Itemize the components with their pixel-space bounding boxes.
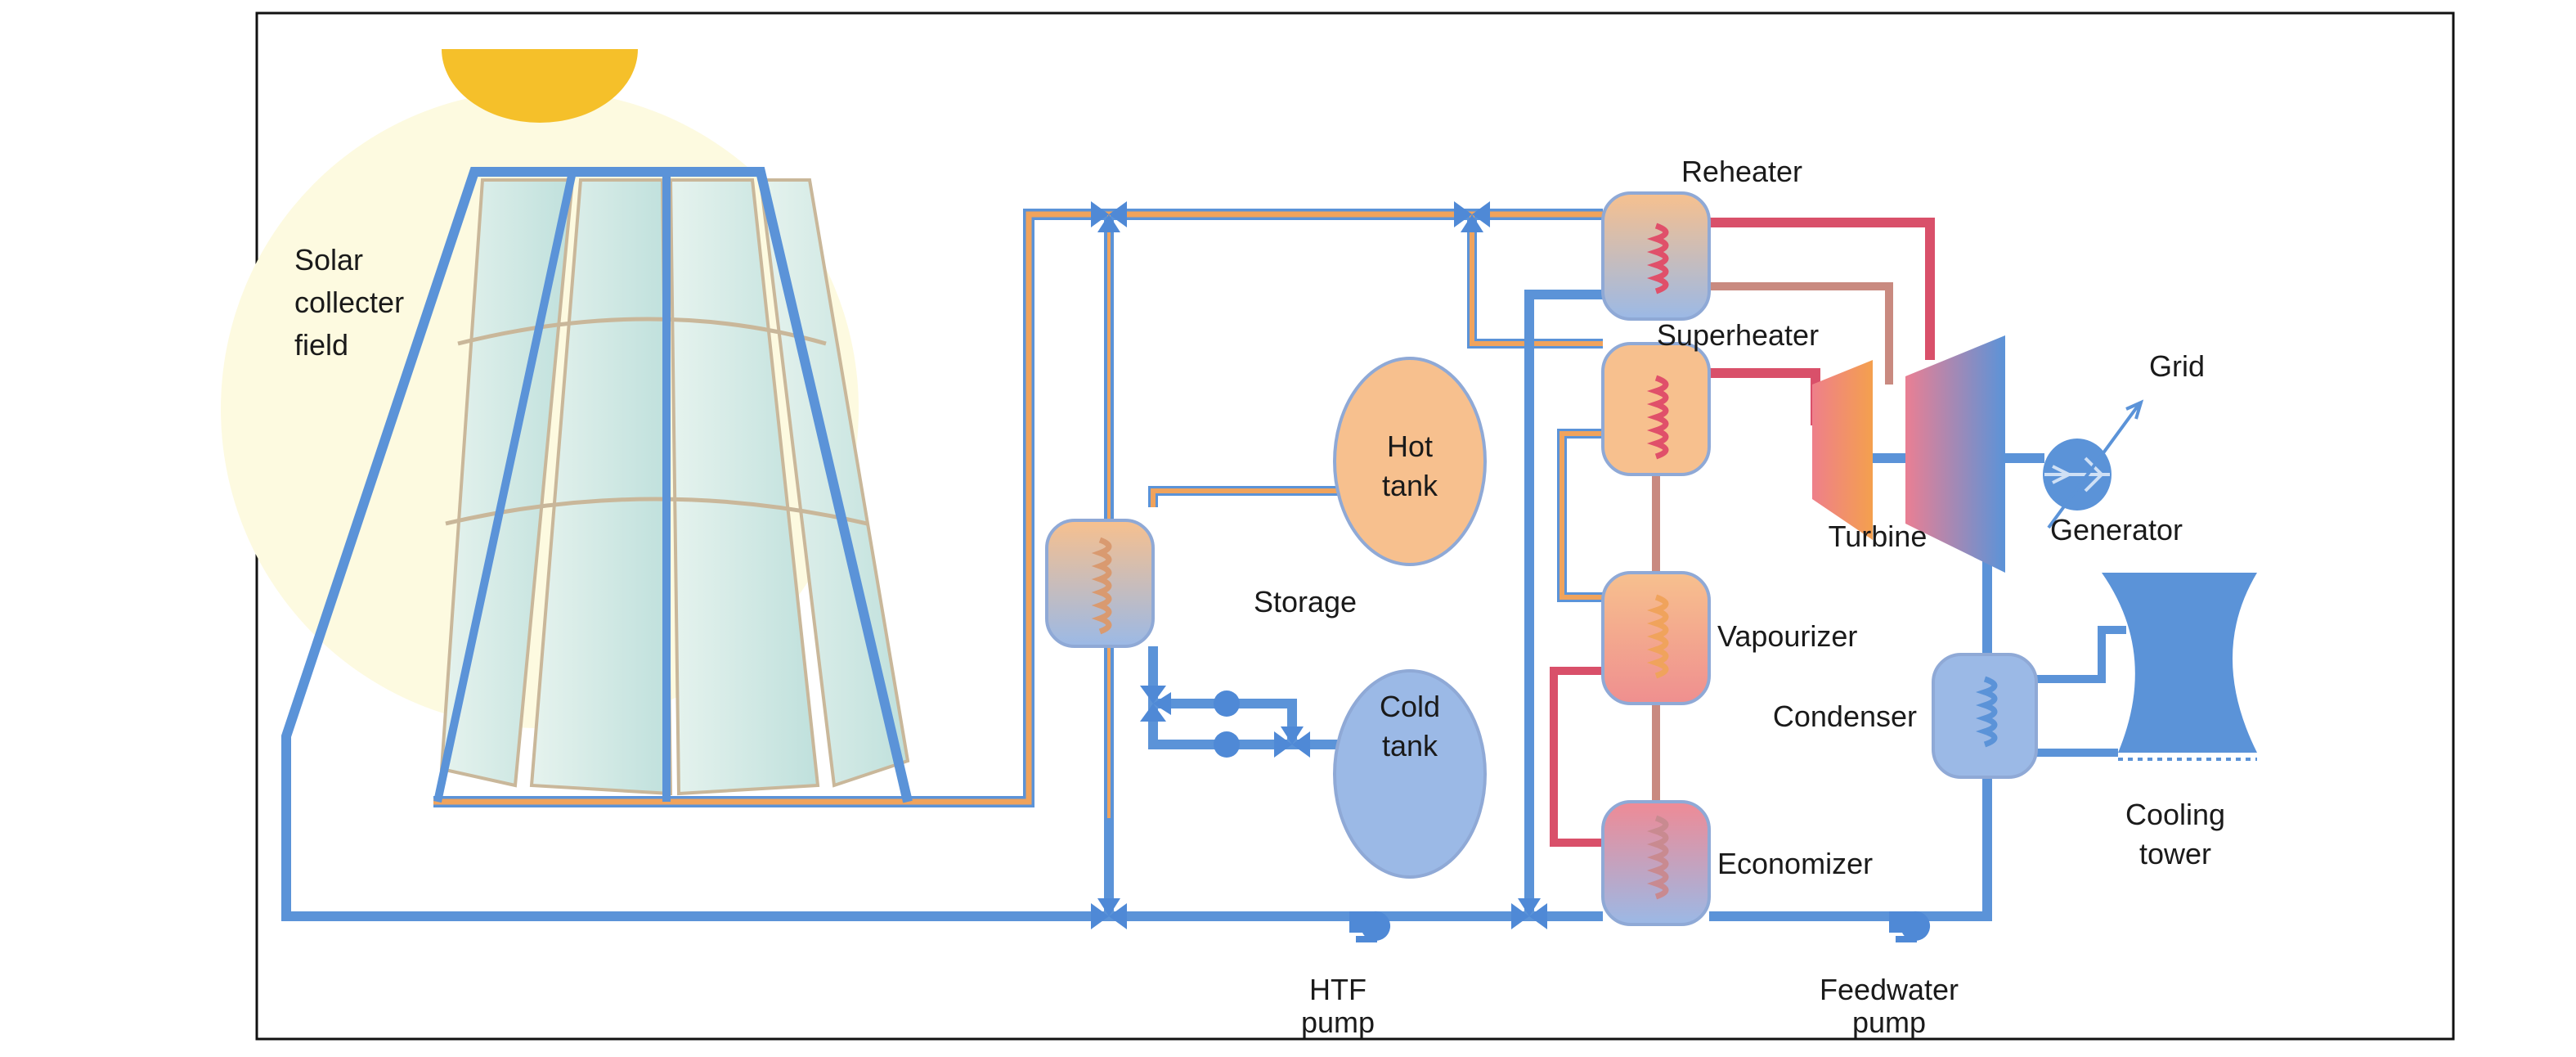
valves [1091, 201, 1931, 942]
storage-heat-exchanger [1045, 519, 1155, 648]
generator-icon [2043, 399, 2144, 529]
hot-tank [1333, 357, 1487, 566]
coil-icon [1091, 537, 1112, 635]
economizer-label: Economizer [1717, 847, 1873, 880]
coil-icon [1975, 676, 1998, 748]
reheater [1601, 191, 1711, 321]
lp-turbine [1905, 335, 2005, 573]
reheat-steam-pipe [1668, 218, 1935, 360]
economizer [1601, 800, 1711, 926]
sun-icon [442, 49, 638, 123]
storage-label: Storage [1254, 585, 1357, 618]
valve-icon[interactable] [1140, 686, 1171, 722]
superheater [1601, 342, 1711, 476]
cooling-tower [2102, 573, 2257, 753]
reheater-label: Reheater [1681, 155, 1802, 188]
superheater-label: Superheater [1657, 318, 1819, 352]
generator-label: Generator [2050, 513, 2183, 546]
cold-tank [1333, 669, 1487, 879]
coil-icon [1646, 815, 1669, 900]
condenser-label: Condenser [1773, 699, 1917, 733]
grid-label: Grid [2149, 349, 2205, 383]
vapourizer-label: Vapourizer [1717, 619, 1857, 653]
hp-turbine [1812, 360, 1873, 540]
valve-icon[interactable] [1091, 898, 1127, 929]
coil-icon [1646, 223, 1669, 295]
valve-icon[interactable] [1274, 726, 1310, 758]
valve-icon[interactable] [1511, 898, 1547, 929]
coil-icon [1646, 594, 1669, 679]
valve-icon[interactable] [1454, 201, 1490, 232]
htf-pump-icon[interactable] [1349, 911, 1391, 942]
grid-arrow-icon [2047, 399, 2144, 529]
storage-pump-icon[interactable] [1214, 731, 1240, 758]
feedwater-pump-icon[interactable] [1889, 911, 1931, 942]
coil-icon [1646, 375, 1669, 460]
turbine-label: Turbine [1829, 520, 1928, 553]
valve-icon[interactable] [1091, 201, 1127, 232]
storage-pump-icon[interactable] [1214, 690, 1240, 717]
